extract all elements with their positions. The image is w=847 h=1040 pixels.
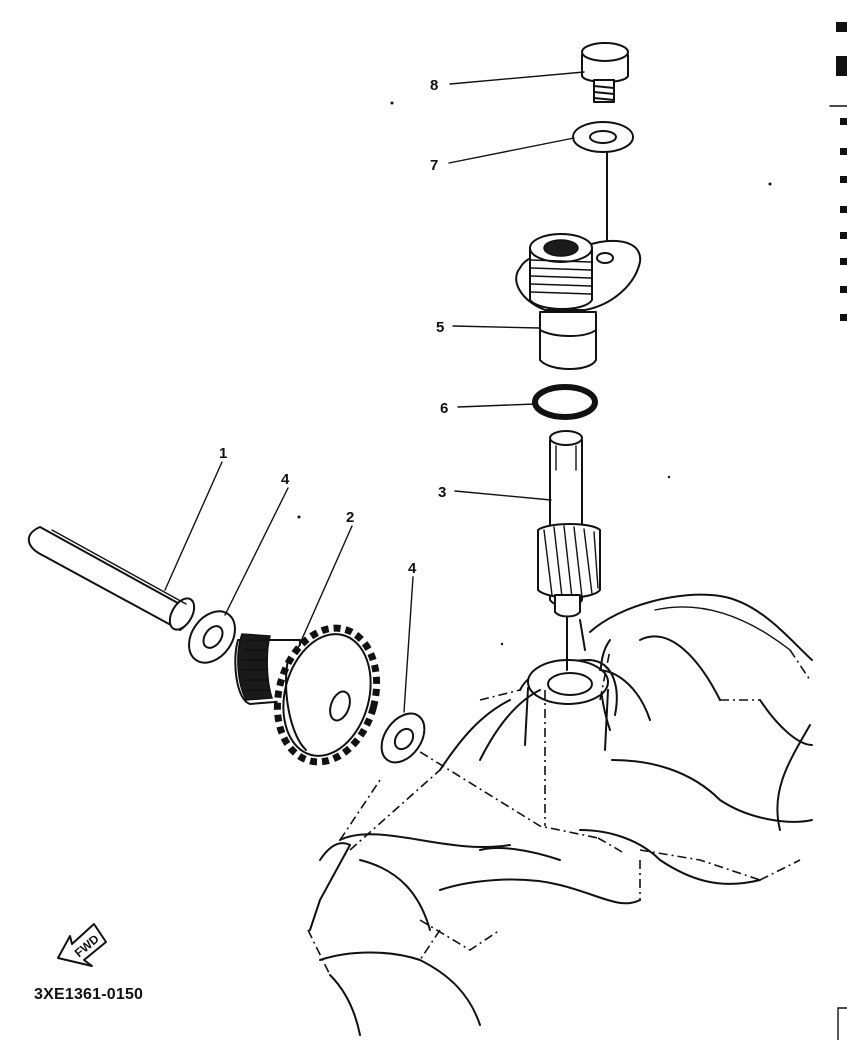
diagram-part-number: 3XE1361-0150 <box>34 986 144 1003</box>
fwd-arrow-icon: FWD <box>57 923 107 967</box>
right-edge-table-fragment <box>829 22 847 1040</box>
assembly-center-lines <box>403 139 623 853</box>
part-4-washer-right <box>380 712 426 764</box>
callout-4-right: 4 <box>408 560 417 577</box>
part-1-shaft <box>27 526 196 631</box>
part-6-o-ring <box>532 384 598 420</box>
callout-labels: 8 7 5 6 3 1 4 2 4 <box>219 77 448 577</box>
part-3-driven-gear-shaft <box>537 430 601 618</box>
callout-2: 2 <box>346 509 354 526</box>
part-7-washer <box>572 121 634 153</box>
callout-6: 6 <box>440 400 448 417</box>
callout-1: 1 <box>219 445 227 462</box>
callout-8: 8 <box>430 77 438 94</box>
part-8-bolt <box>581 42 629 103</box>
callout-7: 7 <box>430 157 438 174</box>
gear-teeth <box>273 624 381 766</box>
part-5-gear-housing <box>515 233 642 370</box>
callout-3: 3 <box>438 484 446 501</box>
callout-4-left: 4 <box>281 471 290 488</box>
part-2-drive-gear <box>234 624 381 766</box>
callout-5: 5 <box>436 319 444 336</box>
part-4-washer-left <box>188 610 236 664</box>
crankcase-housing <box>307 593 813 1036</box>
leader-lines <box>164 71 585 713</box>
scan-specks <box>297 101 772 646</box>
